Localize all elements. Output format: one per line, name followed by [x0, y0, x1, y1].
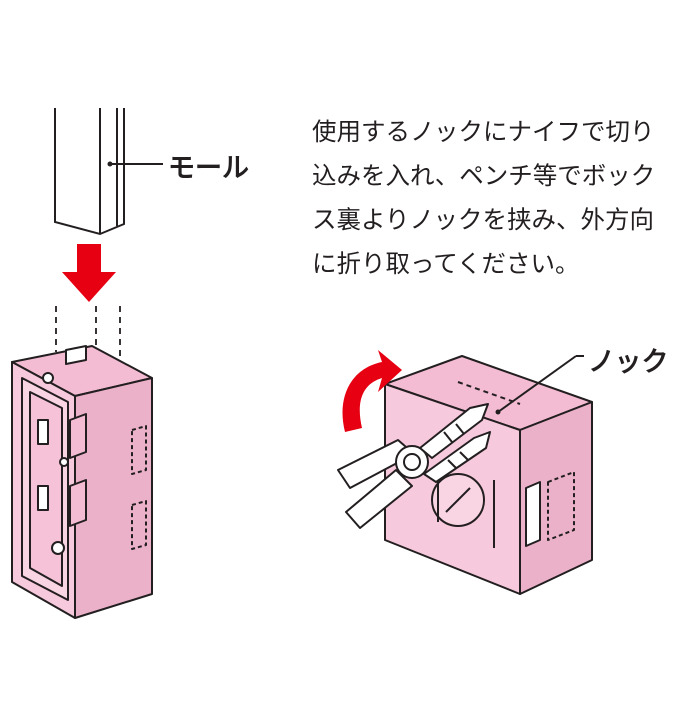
- outlet-box-rear: [384, 355, 593, 595]
- instruction-line: ス裏よりノックを挟み、外方向: [312, 205, 655, 234]
- mold-leader-dot: [107, 161, 113, 167]
- pliers-illustration: [337, 403, 491, 529]
- instruction-line: 使用するノックにナイフで切り: [312, 117, 655, 146]
- knock-leader-dot: [495, 409, 501, 415]
- outlet-box-front: [11, 345, 153, 619]
- arrow-down-icon: [62, 244, 116, 302]
- instruction-line: に折り取ってください。: [312, 249, 580, 278]
- mold-label: モール: [168, 153, 249, 184]
- knock-label: ノック: [588, 347, 669, 378]
- instruction-text: 使用するノックにナイフで切り 込みを入れ、ペンチ等でボック ス裏よりノックを挟み…: [312, 110, 692, 286]
- knock-leader-line: [497, 355, 577, 413]
- curved-arrow-icon: [342, 350, 402, 432]
- instruction-line: 込みを入れ、ペンチ等でボック: [312, 161, 656, 190]
- mold-illustration: [54, 108, 125, 236]
